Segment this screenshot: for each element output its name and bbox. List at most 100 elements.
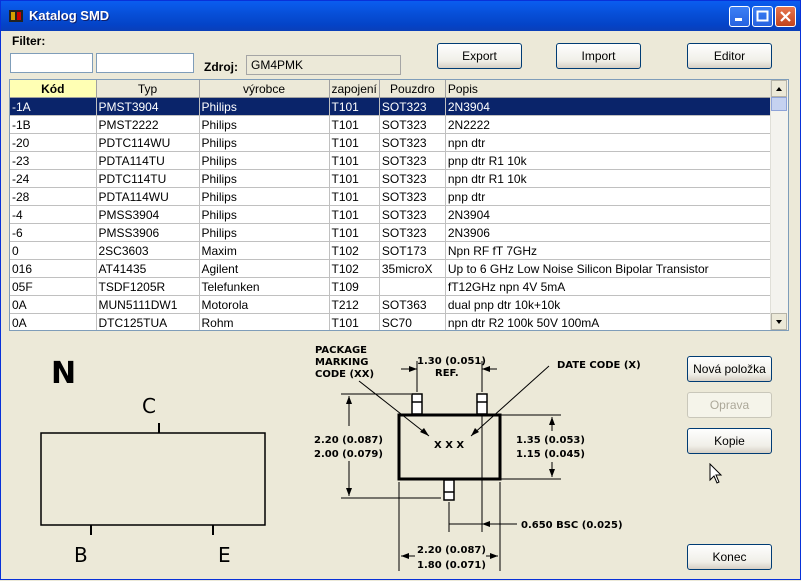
cell-package: SOT323 (379, 205, 446, 224)
column-header-package[interactable]: Pouzdro (379, 80, 446, 98)
catalog-grid[interactable]: Kód Typ výrobce zapojení Pouzdro Popis -… (9, 79, 789, 331)
grid-vertical-scrollbar[interactable] (770, 80, 788, 330)
cell-manufacturer: Agilent (199, 259, 330, 278)
cell-manufacturer: Motorola (199, 295, 330, 314)
cell-description: dual pnp dtr 10k+10k (445, 295, 774, 314)
export-button[interactable]: Export (437, 43, 522, 69)
cell-code: -4 (10, 205, 97, 224)
width-dim-2: 1.80 (0.071) (417, 560, 486, 571)
cell-code: 05F (10, 277, 97, 296)
width-ref-text: 1.30 (0.051) (417, 356, 486, 367)
cell-description: 2N3906 (445, 223, 774, 242)
height-dim-2: 2.00 (0.079) (314, 449, 383, 460)
body-dim-1: 1.35 (0.053) (516, 435, 585, 446)
cell-manufacturer: Philips (199, 169, 330, 188)
cell-connection: T101 (329, 97, 380, 116)
close-window-button[interactable] (775, 6, 796, 27)
import-button[interactable]: Import (556, 43, 641, 69)
cell-description: pnp dtr (445, 187, 774, 206)
cell-description: npn dtr R2 100k 50V 100mA (445, 313, 774, 330)
cell-type: PMSS3906 (96, 223, 200, 242)
cell-package: SOT323 (379, 97, 446, 116)
pin-e-label: E (218, 543, 231, 567)
cell-manufacturer: Philips (199, 133, 330, 152)
cell-package: SOT323 (379, 133, 446, 152)
column-header-description[interactable]: Popis (445, 80, 774, 98)
source-field: GM4PMK (246, 55, 401, 75)
cell-code: -24 (10, 169, 97, 188)
cell-package (379, 277, 446, 296)
body-dim-2: 1.15 (0.045) (516, 449, 585, 460)
cell-manufacturer: Philips (199, 187, 330, 206)
minimize-button[interactable] (729, 6, 750, 27)
mouse-cursor-icon (709, 463, 723, 484)
cell-type: AT41435 (96, 259, 200, 278)
cell-description: Npn RF fT 7GHz (445, 241, 774, 260)
cell-connection: T102 (329, 259, 380, 278)
dimension-arrows (346, 366, 555, 559)
cell-code: -23 (10, 151, 97, 170)
marking-text-2: MARKING (315, 357, 368, 368)
cell-manufacturer: Philips (199, 151, 330, 170)
column-header-connection[interactable]: zapojení (329, 80, 380, 98)
cell-connection: T212 (329, 295, 380, 314)
column-header-manufacturer[interactable]: výrobce (199, 80, 330, 98)
cell-type: PDTC114TU (96, 169, 200, 188)
catalog-table: Kód Typ výrobce zapojení Pouzdro Popis -… (10, 80, 774, 330)
filter-code-input[interactable] (10, 53, 93, 73)
column-header-code[interactable]: Kód (10, 80, 97, 98)
editor-button[interactable]: Editor (687, 43, 772, 69)
cell-package: SOT363 (379, 295, 446, 314)
edit-button[interactable]: Oprava (687, 392, 772, 418)
width-dim-1: 2.20 (0.087) (417, 545, 486, 556)
copy-button[interactable]: Kopie (687, 428, 772, 454)
pin-c-label: C (142, 394, 156, 418)
filter-label: Filter: (12, 34, 46, 48)
cell-code: -20 (10, 133, 97, 152)
cell-description: Up to 6 GHz Low Noise Silicon Bipolar Tr… (445, 259, 774, 278)
arrow-down-icon (776, 320, 782, 324)
maximize-button[interactable] (752, 6, 773, 27)
cell-connection: T102 (329, 241, 380, 260)
cell-manufacturer: Philips (199, 115, 330, 134)
cell-connection: T101 (329, 151, 380, 170)
cell-connection: T101 (329, 133, 380, 152)
cell-manufacturer: Maxim (199, 241, 330, 260)
cell-package: SOT323 (379, 187, 446, 206)
filter-type-input[interactable] (96, 53, 194, 73)
cell-package: SOT323 (379, 115, 446, 134)
cell-type: PDTC114WU (96, 133, 200, 152)
cell-type: DTC125TUA (96, 313, 200, 330)
marking-text-1: PACKAGE (315, 345, 367, 356)
scroll-down-button[interactable] (771, 313, 787, 330)
new-item-button[interactable]: Nová položka (687, 356, 772, 382)
marking-xxx: X X X (434, 440, 464, 451)
title-bar[interactable]: Katalog SMD (1, 1, 800, 31)
cell-package: SOT323 (379, 169, 446, 188)
scroll-up-button[interactable] (771, 80, 787, 97)
cell-code: 0A (10, 295, 97, 314)
window-title: Katalog SMD (29, 8, 110, 23)
scroll-thumb[interactable] (771, 97, 787, 111)
cell-code: -1B (10, 115, 97, 134)
cell-type: TSDF1205R (96, 277, 200, 296)
cell-manufacturer: Philips (199, 223, 330, 242)
close-button[interactable]: Konec (687, 544, 772, 570)
column-header-type[interactable]: Typ (96, 80, 200, 98)
ref-text: REF. (435, 368, 459, 379)
cell-connection: T109 (329, 277, 380, 296)
marking-text-3: CODE (XX) (315, 369, 374, 380)
